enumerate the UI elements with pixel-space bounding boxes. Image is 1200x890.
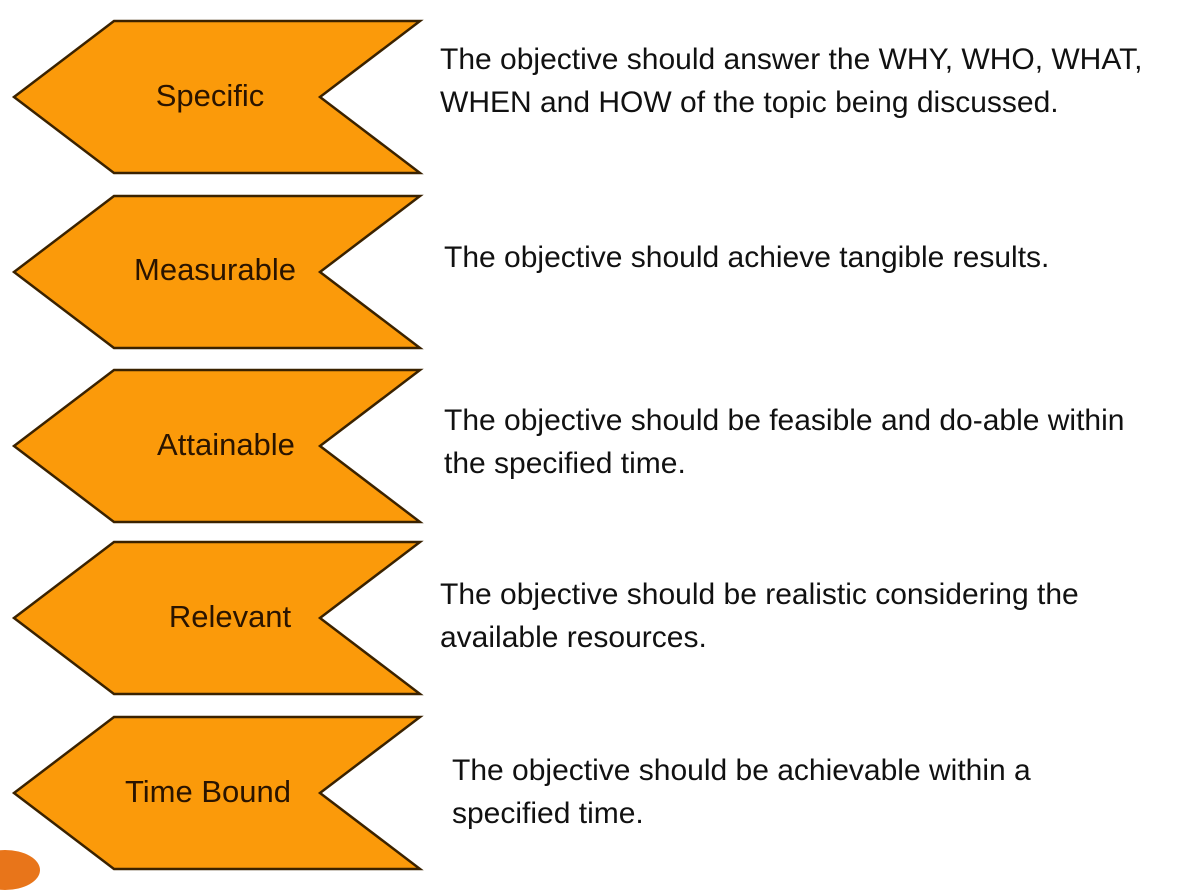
label-time-bound: Time Bound — [125, 774, 291, 809]
description-time-bound: The objective should be achievable withi… — [452, 754, 1031, 830]
chevron-time-bound — [11, 715, 424, 871]
description-measurable: The objective should achieve tangible re… — [444, 241, 1050, 274]
chevron-measurable — [11, 194, 424, 350]
label-attainable: Attainable — [157, 427, 295, 462]
description-attainable: The objective should be feasible and do-… — [444, 404, 1125, 480]
chevron-specific — [11, 19, 424, 175]
description-specific: The objective should answer the WHY, WHO… — [440, 43, 1143, 119]
chevron-shapes — [11, 19, 424, 871]
description-relevant: The objective should be realistic consid… — [440, 578, 1079, 654]
label-relevant: Relevant — [168, 599, 292, 634]
chevron-attainable — [11, 368, 424, 524]
label-specific: Specific — [155, 78, 265, 113]
label-measurable: Measurable — [134, 252, 296, 287]
chevron-relevant — [11, 540, 424, 696]
